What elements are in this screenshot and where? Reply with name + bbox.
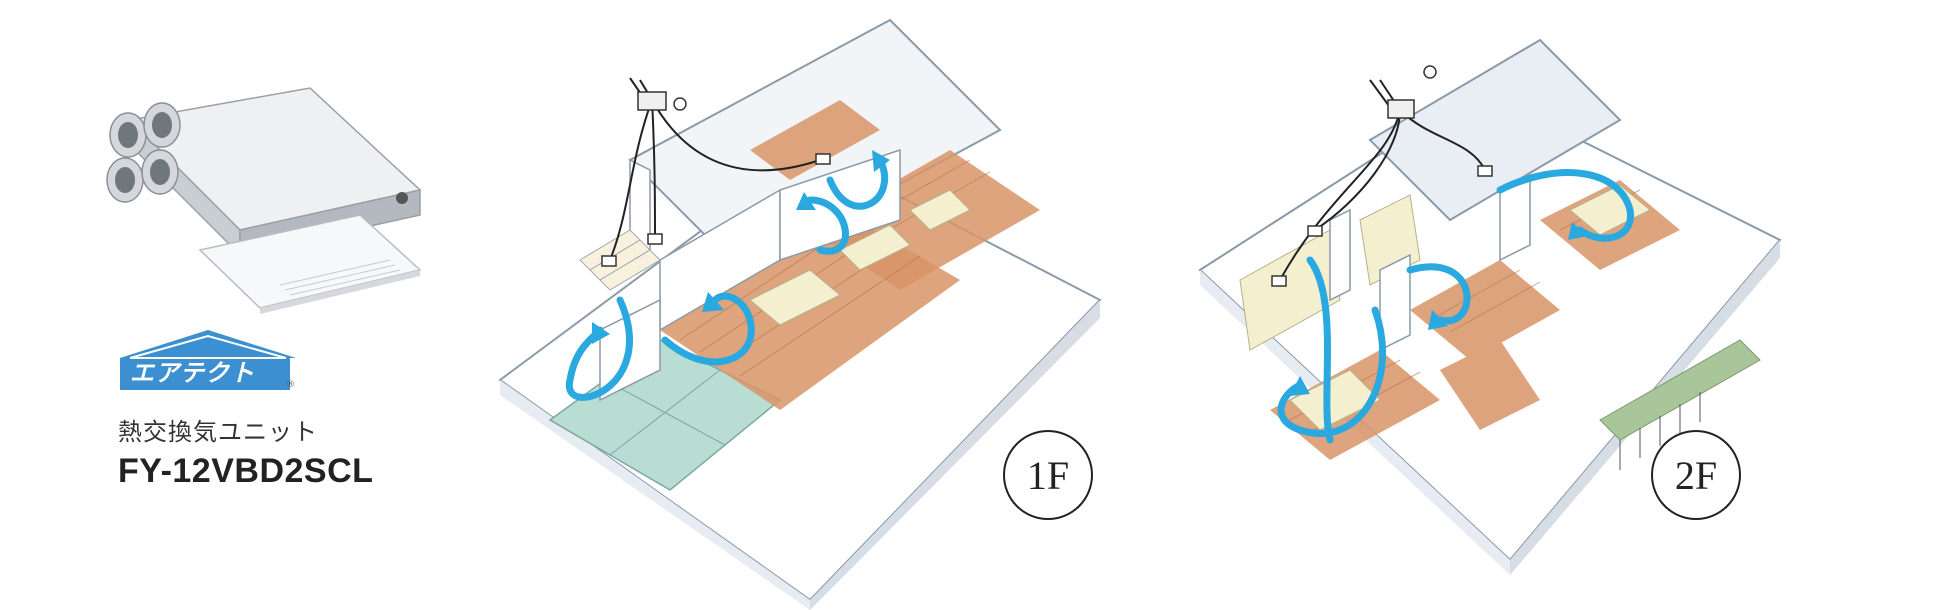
floor-1-diagram: 1F	[480, 0, 1140, 610]
registered-mark: ®	[286, 380, 295, 390]
floor-2-label: 2F	[1651, 430, 1741, 520]
product-panel: エアテクト ® 熱交換気ユニット FY-12VBD2SCL	[0, 0, 470, 610]
floor-2-house-illustration	[1198, 38, 1782, 575]
floor-2-diagram: 2F	[1180, 0, 1800, 610]
model-number: FY-12VBD2SCL	[118, 452, 374, 490]
product-subtitle: 熱交換気ユニット	[118, 418, 318, 446]
house-roof-icon	[120, 330, 296, 390]
floor-1-house-illustration	[498, 18, 1102, 610]
airtect-logo: エアテクト ®	[118, 328, 298, 396]
floor-1-label: 1F	[1003, 430, 1093, 520]
logo-text: エアテクト	[130, 359, 255, 387]
ventilation-unit-image	[106, 87, 422, 314]
